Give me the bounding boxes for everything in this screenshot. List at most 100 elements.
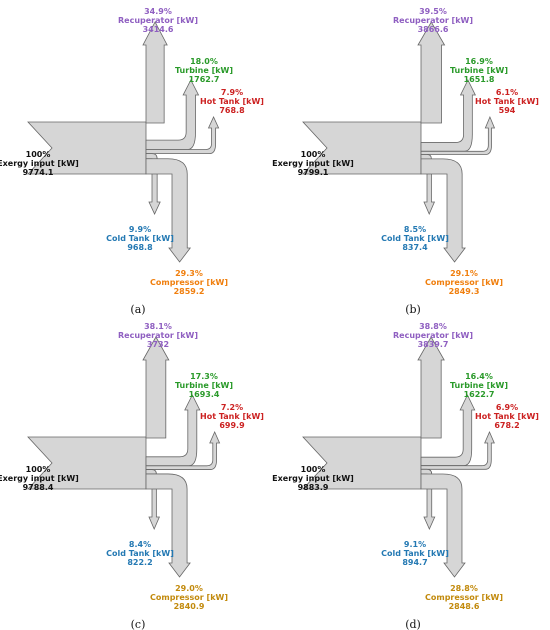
compressor-value: 2859.2 [174, 287, 205, 296]
compressor-value: 2848.6 [449, 602, 480, 611]
recuperator-flow [142, 336, 170, 439]
panel-caption: (a) [130, 303, 145, 316]
cold-tank-pct: 8.5% [404, 225, 426, 234]
hot-tank-flow [145, 431, 221, 470]
hot-tank-pct: 6.1% [496, 88, 518, 97]
turbine-pct: 18.0% [190, 57, 218, 66]
hot-tank-pct: 6.9% [496, 403, 518, 412]
turbine-value: 1622.7 [464, 390, 495, 399]
input-label: Exergy input [kW] [272, 474, 354, 483]
input-flow [302, 121, 422, 175]
recuperator-value: 3414.6 [143, 25, 174, 34]
hot-tank-label: Hot Tank [kW] [475, 97, 539, 106]
input-flow [27, 121, 147, 175]
turbine-value: 1762.7 [189, 75, 220, 84]
hot-tank-flow [145, 116, 220, 155]
cold-tank-pct: 8.4% [129, 540, 151, 549]
compressor-flow [145, 158, 192, 263]
recuperator-value: 3732 [147, 340, 169, 349]
turbine-label: Turbine [kW] [175, 66, 233, 75]
compressor-flow [420, 473, 466, 578]
input-value: 9774.1 [23, 168, 54, 177]
turbine-flow [420, 79, 476, 152]
turbine-label: Turbine [kW] [450, 66, 508, 75]
hot-tank-value: 699.9 [219, 421, 245, 430]
recuperator-flow [417, 336, 445, 439]
turbine-label: Turbine [kW] [175, 381, 233, 390]
hot-tank-label: Hot Tank [kW] [200, 412, 264, 421]
cold-tank-value: 822.2 [127, 558, 152, 567]
cold-tank-value: 894.7 [402, 558, 427, 567]
turbine-pct: 17.3% [190, 372, 218, 381]
recuperator-label: Recuperator [kW] [118, 331, 198, 340]
turbine-flow [420, 394, 476, 467]
hot-tank-label: Hot Tank [kW] [200, 97, 264, 106]
turbine-pct: 16.4% [465, 372, 493, 381]
input-pct: 100% [301, 465, 326, 474]
cold-tank-label: Cold Tank [kW] [381, 549, 449, 558]
cold-tank-label: Cold Tank [kW] [106, 234, 174, 243]
panel-caption: (d) [405, 618, 421, 630]
panel-caption: (b) [405, 303, 421, 316]
compressor-pct: 29.1% [450, 269, 478, 278]
compressor-pct: 29.3% [175, 269, 203, 278]
compressor-label: Compressor [kW] [150, 278, 228, 287]
hot-tank-label: Hot Tank [kW] [475, 412, 539, 421]
turbine-value: 1651.8 [464, 75, 495, 84]
recuperator-pct: 34.9% [144, 7, 172, 16]
input-value: 9883.9 [298, 483, 329, 492]
input-pct: 100% [26, 465, 51, 474]
turbine-label: Turbine [kW] [450, 381, 508, 390]
recuperator-label: Recuperator [kW] [393, 16, 473, 25]
sankey-panel-b: 100%Exergy input [kW]9799.1 39.5%Recupera… [272, 7, 539, 316]
recuperator-flow [417, 21, 446, 124]
compressor-pct: 28.8% [450, 584, 478, 593]
turbine-flow [145, 79, 200, 150]
recuperator-label: Recuperator [kW] [393, 331, 473, 340]
sankey-panel-d: 100%Exergy input [kW]9883.9 38.8%Recupera… [272, 322, 539, 630]
input-label: Exergy input [kW] [272, 159, 354, 168]
hot-tank-flow [420, 115, 496, 155]
input-pct: 100% [301, 150, 326, 159]
turbine-flow [145, 394, 201, 467]
hot-tank-value: 594 [499, 106, 516, 115]
cold-tank-label: Cold Tank [kW] [106, 549, 174, 558]
recuperator-value: 3866.6 [418, 25, 449, 34]
input-value: 9799.1 [298, 168, 329, 177]
recuperator-pct: 38.8% [419, 322, 447, 331]
hot-tank-flow [420, 430, 495, 470]
input-value: 9788.4 [23, 483, 54, 492]
cold-tank-pct: 9.1% [404, 540, 426, 549]
sankey-panel-c: 100%Exergy input [kW]9788.4 38.1%Recupera… [0, 322, 264, 630]
hot-tank-pct: 7.2% [221, 403, 243, 412]
compressor-label: Compressor [kW] [150, 593, 228, 602]
input-pct: 100% [26, 150, 51, 159]
hot-tank-pct: 7.9% [221, 88, 243, 97]
input-flow [27, 436, 147, 490]
compressor-flow [145, 473, 191, 578]
recuperator-label: Recuperator [kW] [118, 16, 198, 25]
sankey-panel-a: 100%Exergy input [kW]9774.134.9%Recupera… [0, 7, 264, 316]
compressor-pct: 29.0% [175, 584, 203, 593]
cold-tank-value: 837.4 [402, 243, 428, 252]
compressor-value: 2849.3 [449, 287, 480, 296]
cold-tank-value: 968.8 [127, 243, 153, 252]
recuperator-pct: 38.1% [144, 322, 172, 331]
panel-caption: (c) [131, 618, 146, 630]
hot-tank-value: 678.2 [494, 421, 519, 430]
compressor-label: Compressor [kW] [425, 593, 503, 602]
input-label: Exergy input [kW] [0, 474, 79, 483]
recuperator-value: 3839.7 [418, 340, 449, 349]
recuperator-pct: 39.5% [419, 7, 447, 16]
turbine-pct: 16.9% [465, 57, 493, 66]
cold-tank-pct: 9.9% [129, 225, 151, 234]
hot-tank-value: 768.8 [219, 106, 245, 115]
turbine-value: 1693.4 [189, 390, 220, 399]
compressor-label: Compressor [kW] [425, 278, 503, 287]
cold-tank-label: Cold Tank [kW] [381, 234, 449, 243]
compressor-flow [420, 158, 466, 263]
compressor-value: 2840.9 [174, 602, 205, 611]
recuperator-flow [142, 21, 168, 124]
